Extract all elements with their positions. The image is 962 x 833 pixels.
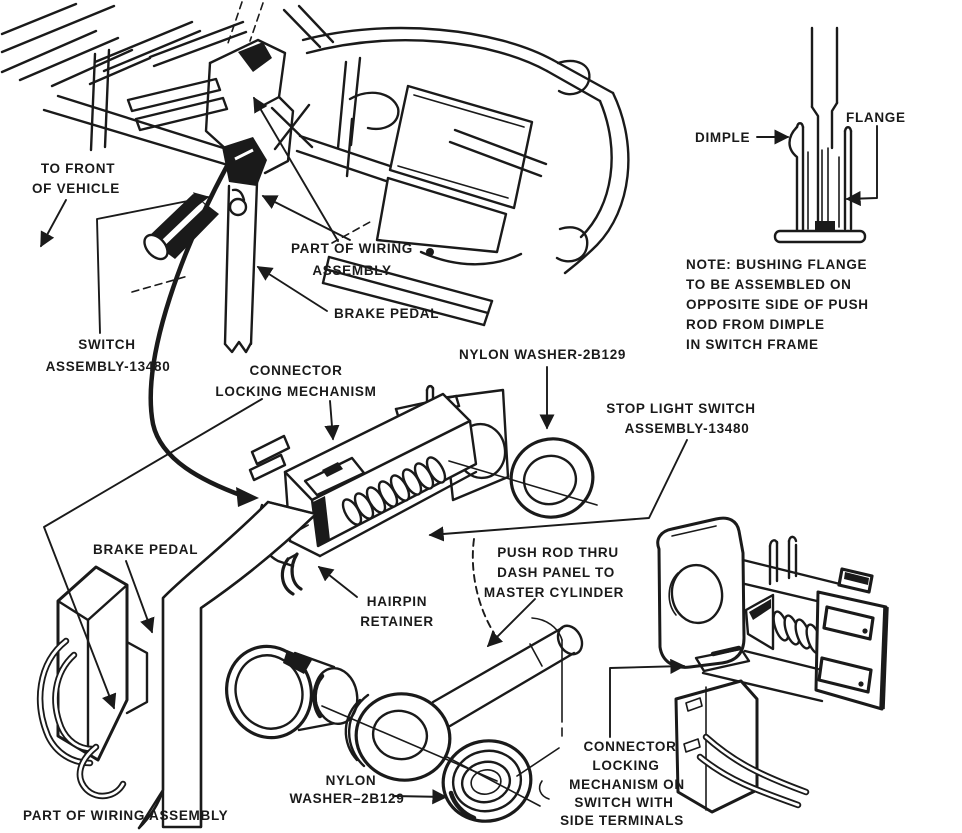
connector-bottom-label-5: SIDE TERMINALS xyxy=(560,813,684,828)
wiring-harness-arc xyxy=(148,163,246,499)
push-rod-label-2: DASH PANEL TO xyxy=(497,565,615,580)
switch-wiring-shadow xyxy=(222,137,267,186)
to-front-arrow xyxy=(40,199,67,248)
connector-bottom-label-2: LOCKING xyxy=(592,758,659,773)
note-line-3: OPPOSITE SIDE OF PUSH xyxy=(686,297,869,312)
pushrod-eye xyxy=(354,692,452,782)
brake-pedal-arm-lower xyxy=(199,512,318,829)
pedal-pivot-shadow xyxy=(238,42,272,72)
switch-body-mark xyxy=(228,197,248,217)
push-rod-dashed-leader xyxy=(471,538,495,634)
nylon-washer-lower xyxy=(441,739,533,823)
connector-mid-label-1: CONNECTOR xyxy=(249,363,342,378)
pedal-pin-flange xyxy=(225,644,313,740)
switch-spring xyxy=(425,456,447,484)
flange-leader xyxy=(845,125,878,207)
stop-light-label-1: STOP LIGHT SWITCH xyxy=(606,401,755,416)
hairpin-retainer-clip xyxy=(280,557,295,596)
connector-bottom-label-4: SWITCH WITH xyxy=(574,795,673,810)
nylon-washer-bottom-arrow xyxy=(392,789,448,805)
pushrod-bushing-inset-drawing xyxy=(773,26,867,244)
connector-bottom-label-1: CONNECTOR xyxy=(583,739,676,754)
dash-panel-opening xyxy=(388,84,534,210)
note-line-5: IN SWITCH FRAME xyxy=(686,337,819,352)
connector-mid-label-2: LOCKING MECHANISM xyxy=(215,384,376,399)
note-line-4: ROD FROM DIMPLE xyxy=(686,317,825,332)
to-front-label-1: TO FRONT xyxy=(41,161,115,176)
wiring-top-arrow-2 xyxy=(261,195,351,241)
flange-label: FLANGE xyxy=(846,110,906,125)
connector-bottom-label-3: MECHANISM ON xyxy=(569,777,685,792)
push-rod-label-3: MASTER CYLINDER xyxy=(484,585,624,600)
hairpin-leader xyxy=(317,566,358,598)
nylon-washer-bottom-label-1: NYLON xyxy=(326,773,377,788)
wiring-top-label-1: PART OF WIRING xyxy=(291,241,413,256)
connector-bottom-leader xyxy=(609,658,686,738)
nylon-washer-bottom-label-2: WASHER–2B129 xyxy=(290,791,405,806)
switch-assembly-label-2: ASSEMBLY-13480 xyxy=(46,359,171,374)
nylon-washer-top-label: NYLON WASHER-2B129 xyxy=(459,347,626,362)
dimple-prong xyxy=(788,125,799,233)
note-line-2: TO BE ASSEMBLED ON xyxy=(686,277,852,292)
brake-pedal-left-leader xyxy=(125,560,155,634)
switch-assembly-leader xyxy=(96,192,210,334)
connector-mid-leader-2 xyxy=(324,400,340,441)
wiring-top-label-2: ASSEMBLY xyxy=(312,263,391,278)
dimple-label: DIMPLE xyxy=(695,130,750,145)
pushrod-end xyxy=(556,624,584,656)
nylon-washer-upper xyxy=(509,437,595,519)
underdash-overview-drawing xyxy=(0,1,630,507)
labels: TO FRONT OF VEHICLE PART OF WIRING ASSEM… xyxy=(23,110,906,828)
switch-frame-base xyxy=(773,229,867,244)
pedal-pin-pushrod-drawing xyxy=(137,500,584,830)
brake-pedal-top-leader xyxy=(256,266,328,312)
brake-pedal-left-label: BRAKE PEDAL xyxy=(93,542,198,557)
wiring-connector-drawing xyxy=(36,565,149,800)
wiring-bottom-label: PART OF WIRING ASSEMBLY xyxy=(23,808,228,823)
stop-light-label-2: ASSEMBLY-13480 xyxy=(625,421,750,436)
to-front-label-2: OF VEHICLE xyxy=(32,181,120,196)
leader-lines xyxy=(40,96,878,805)
pedal-pin-face xyxy=(313,666,359,726)
wiring-connector-block xyxy=(56,565,129,762)
exploded-switch-drawing xyxy=(213,384,598,596)
push-rod-arrow xyxy=(486,598,536,648)
brake-pedal-arm-top xyxy=(223,340,253,354)
stop-light-switch-leader xyxy=(428,439,688,542)
connector-mid-leader-1 xyxy=(43,398,263,710)
hairpin-label-1: HAIRPIN xyxy=(367,594,427,609)
push-rod-label-1: PUSH ROD THRU xyxy=(497,545,619,560)
switch-assembly-label-1: SWITCH xyxy=(78,337,135,352)
wiring-top-arrow-1 xyxy=(253,96,339,242)
hairpin-label-2: RETAINER xyxy=(360,614,434,629)
brake-pedal-top-label: BRAKE PEDAL xyxy=(334,306,439,321)
note-line-1: NOTE: BUSHING FLANGE xyxy=(686,257,867,272)
right-switch-cutaway-drawing xyxy=(656,516,889,814)
